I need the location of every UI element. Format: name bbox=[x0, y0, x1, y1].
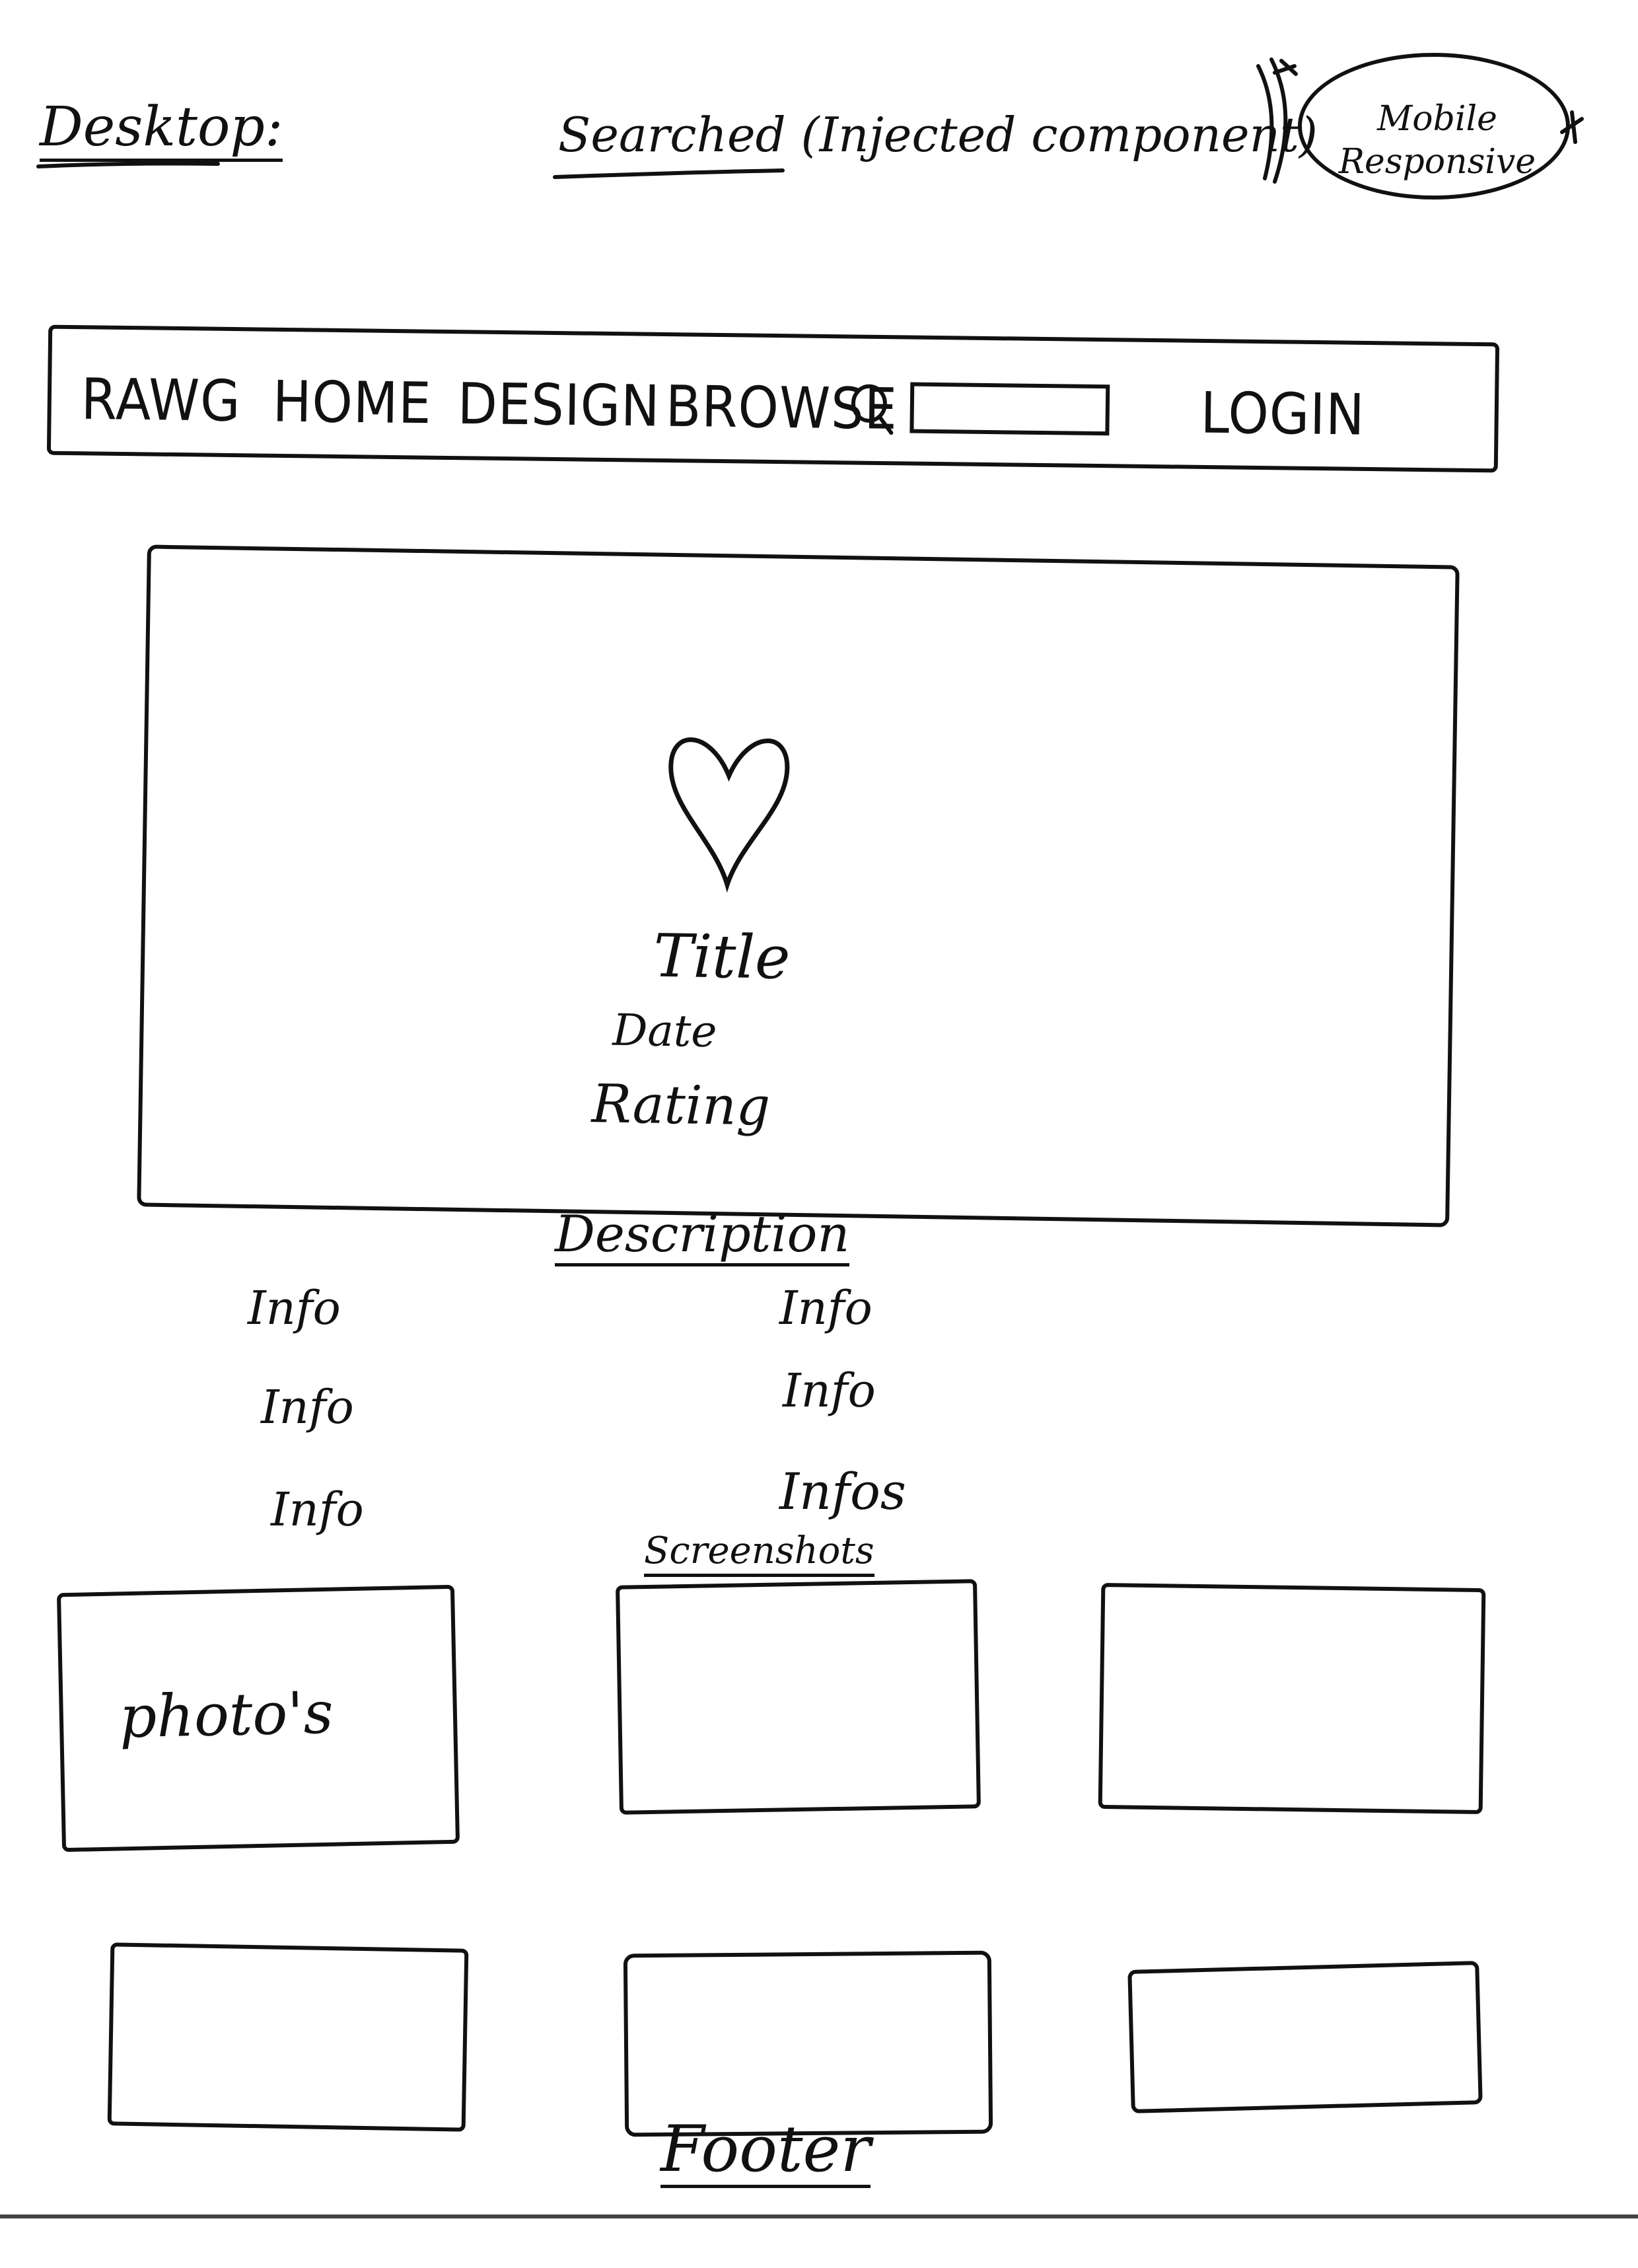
info-right-1: Info bbox=[779, 1281, 872, 1335]
search-icon[interactable] bbox=[850, 378, 897, 438]
screenshot-thumb[interactable]: photo's bbox=[56, 1584, 460, 1852]
screenshot-thumb[interactable] bbox=[616, 1579, 981, 1815]
info-right-3: Infos bbox=[779, 1462, 906, 1521]
nav-link-design[interactable]: DESIGN bbox=[457, 371, 661, 440]
nav-link-home[interactable]: HOME bbox=[272, 369, 433, 437]
hero-panel: Title Date Rating bbox=[137, 544, 1460, 1227]
searched-component-label: Searched (Injected component) bbox=[558, 107, 1318, 163]
info-right-2: Info bbox=[783, 1364, 876, 1418]
hero-rating: Rating bbox=[591, 1073, 771, 1138]
hero-title: Title bbox=[653, 921, 791, 993]
desktop-label: Desktop: bbox=[40, 100, 283, 162]
screenshots-heading: Screenshots bbox=[644, 1533, 874, 1577]
login-link[interactable]: LOGIN bbox=[1200, 381, 1366, 449]
screenshot-thumb[interactable] bbox=[1098, 1582, 1486, 1815]
heart-icon[interactable] bbox=[661, 715, 796, 896]
info-left-1: Info bbox=[248, 1281, 341, 1335]
description-heading: Description bbox=[555, 1209, 850, 1266]
brand-logo[interactable]: RAWG bbox=[81, 367, 242, 435]
mobile-responsive-text: Mobile Responsive bbox=[1338, 99, 1536, 182]
footer-label: Footer bbox=[660, 2117, 871, 2188]
info-left-3: Info bbox=[271, 1482, 364, 1537]
photo-label: photo's bbox=[118, 1678, 334, 1751]
navbar: RAWG HOME DESIGN BROWSE LOGIN bbox=[46, 324, 1500, 473]
search-input[interactable] bbox=[909, 382, 1110, 436]
screenshot-thumb[interactable] bbox=[107, 1942, 469, 2132]
screenshot-thumb[interactable] bbox=[1127, 1961, 1483, 2113]
info-left-2: Info bbox=[261, 1380, 354, 1434]
mobile-responsive-note: Mobile Responsive bbox=[1298, 53, 1570, 200]
hero-date: Date bbox=[612, 1004, 717, 1058]
screenshot-thumb[interactable] bbox=[623, 1950, 993, 2137]
